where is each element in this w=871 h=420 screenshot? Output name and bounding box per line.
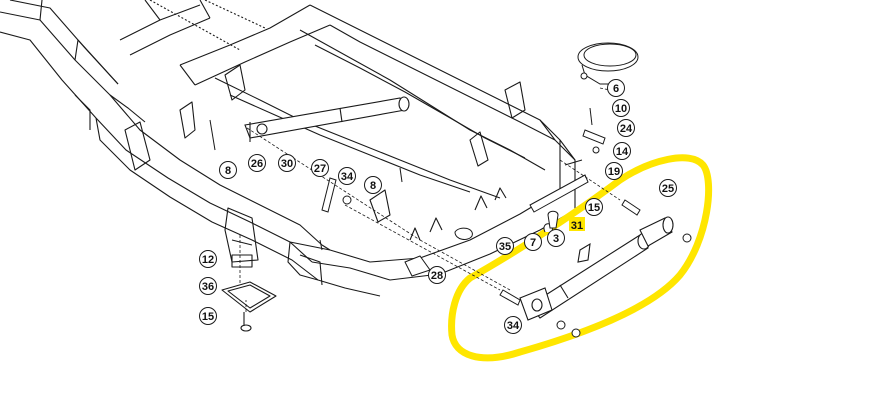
callout-c12: 12 (199, 250, 217, 268)
callout-label: 25 (662, 183, 674, 195)
callout-label: 30 (281, 158, 293, 170)
callout-label: 26 (251, 158, 263, 170)
callout-circle (199, 277, 217, 295)
callout-c25: 25 (659, 179, 677, 197)
callout-label: 7 (530, 237, 536, 249)
callout-c15a: 15 (585, 198, 603, 216)
callout-c30: 30 (278, 154, 296, 172)
callout-c10: 10 (612, 99, 630, 117)
callout-circle (605, 162, 623, 180)
pins-and-hardware (209, 42, 692, 338)
callout-label: 19 (608, 166, 620, 178)
callout-markers: 6 10 24 14 19 25 15 31 3 7 35 28 34 27 34 8 8 26 30 12 36 15 (199, 79, 677, 334)
callout-label: 6 (613, 83, 619, 95)
callout-label: 27 (314, 163, 326, 175)
callout-label: 15 (202, 311, 214, 323)
callout-c6: 6 (607, 79, 625, 97)
callout-label: 15 (588, 202, 600, 214)
callout-c14: 14 (613, 142, 631, 160)
callout-circle (278, 154, 296, 172)
callout-circle (428, 266, 446, 284)
callout-circle (496, 237, 514, 255)
leader-lines (239, 87, 621, 312)
callout-label: 8 (370, 180, 376, 192)
callout-label: 10 (615, 103, 627, 115)
callout-c24: 24 (617, 119, 635, 137)
callout-circle (547, 229, 565, 247)
callout-c19: 19 (605, 162, 623, 180)
callout-label: 8 (225, 165, 231, 177)
callout-c31: 31 (569, 217, 585, 232)
callout-label: 36 (202, 281, 214, 293)
callout-circle (338, 167, 356, 185)
callout-circle (219, 161, 237, 179)
callout-circle (613, 142, 631, 160)
callout-circle (364, 176, 382, 194)
callout-c3: 3 (547, 229, 565, 247)
callout-label: 3 (553, 233, 559, 245)
callout-c34b: 34 (338, 167, 356, 185)
cylinder-30 (244, 96, 410, 142)
callout-circle (199, 250, 217, 268)
callout-label: 34 (341, 171, 354, 183)
callout-c7: 7 (524, 233, 542, 251)
callout-c26: 26 (248, 154, 266, 172)
callout-c8a: 8 (364, 176, 382, 194)
callout-label: 24 (620, 123, 633, 135)
callout-circle (504, 316, 522, 334)
frame-assembly (0, 0, 576, 332)
callout-c27: 27 (311, 159, 329, 177)
callout-circle (612, 99, 630, 117)
callout-c35: 35 (496, 237, 514, 255)
callout-31-highlight (569, 217, 585, 231)
cylinder-31 (519, 216, 674, 321)
callout-circle (617, 119, 635, 137)
callout-label: 28 (431, 270, 443, 282)
callout-c15b: 15 (199, 307, 217, 325)
callout-label: 12 (202, 254, 214, 266)
callout-label: 34 (507, 320, 520, 332)
callout-circle (311, 159, 329, 177)
callout-label: 31 (571, 220, 583, 232)
callout-c34a: 34 (504, 316, 522, 334)
callout-circle (524, 233, 542, 251)
callout-circle (199, 307, 217, 325)
callout-c36: 36 (199, 277, 217, 295)
callout-label: 35 (499, 241, 511, 253)
callout-c8b: 8 (219, 161, 237, 179)
callout-label: 14 (616, 146, 629, 158)
highlight-outline (448, 154, 713, 362)
callout-c28: 28 (428, 266, 446, 284)
callout-circle (585, 198, 603, 216)
callout-circle (248, 154, 266, 172)
callout-circle (607, 79, 625, 97)
callout-circle (659, 179, 677, 197)
